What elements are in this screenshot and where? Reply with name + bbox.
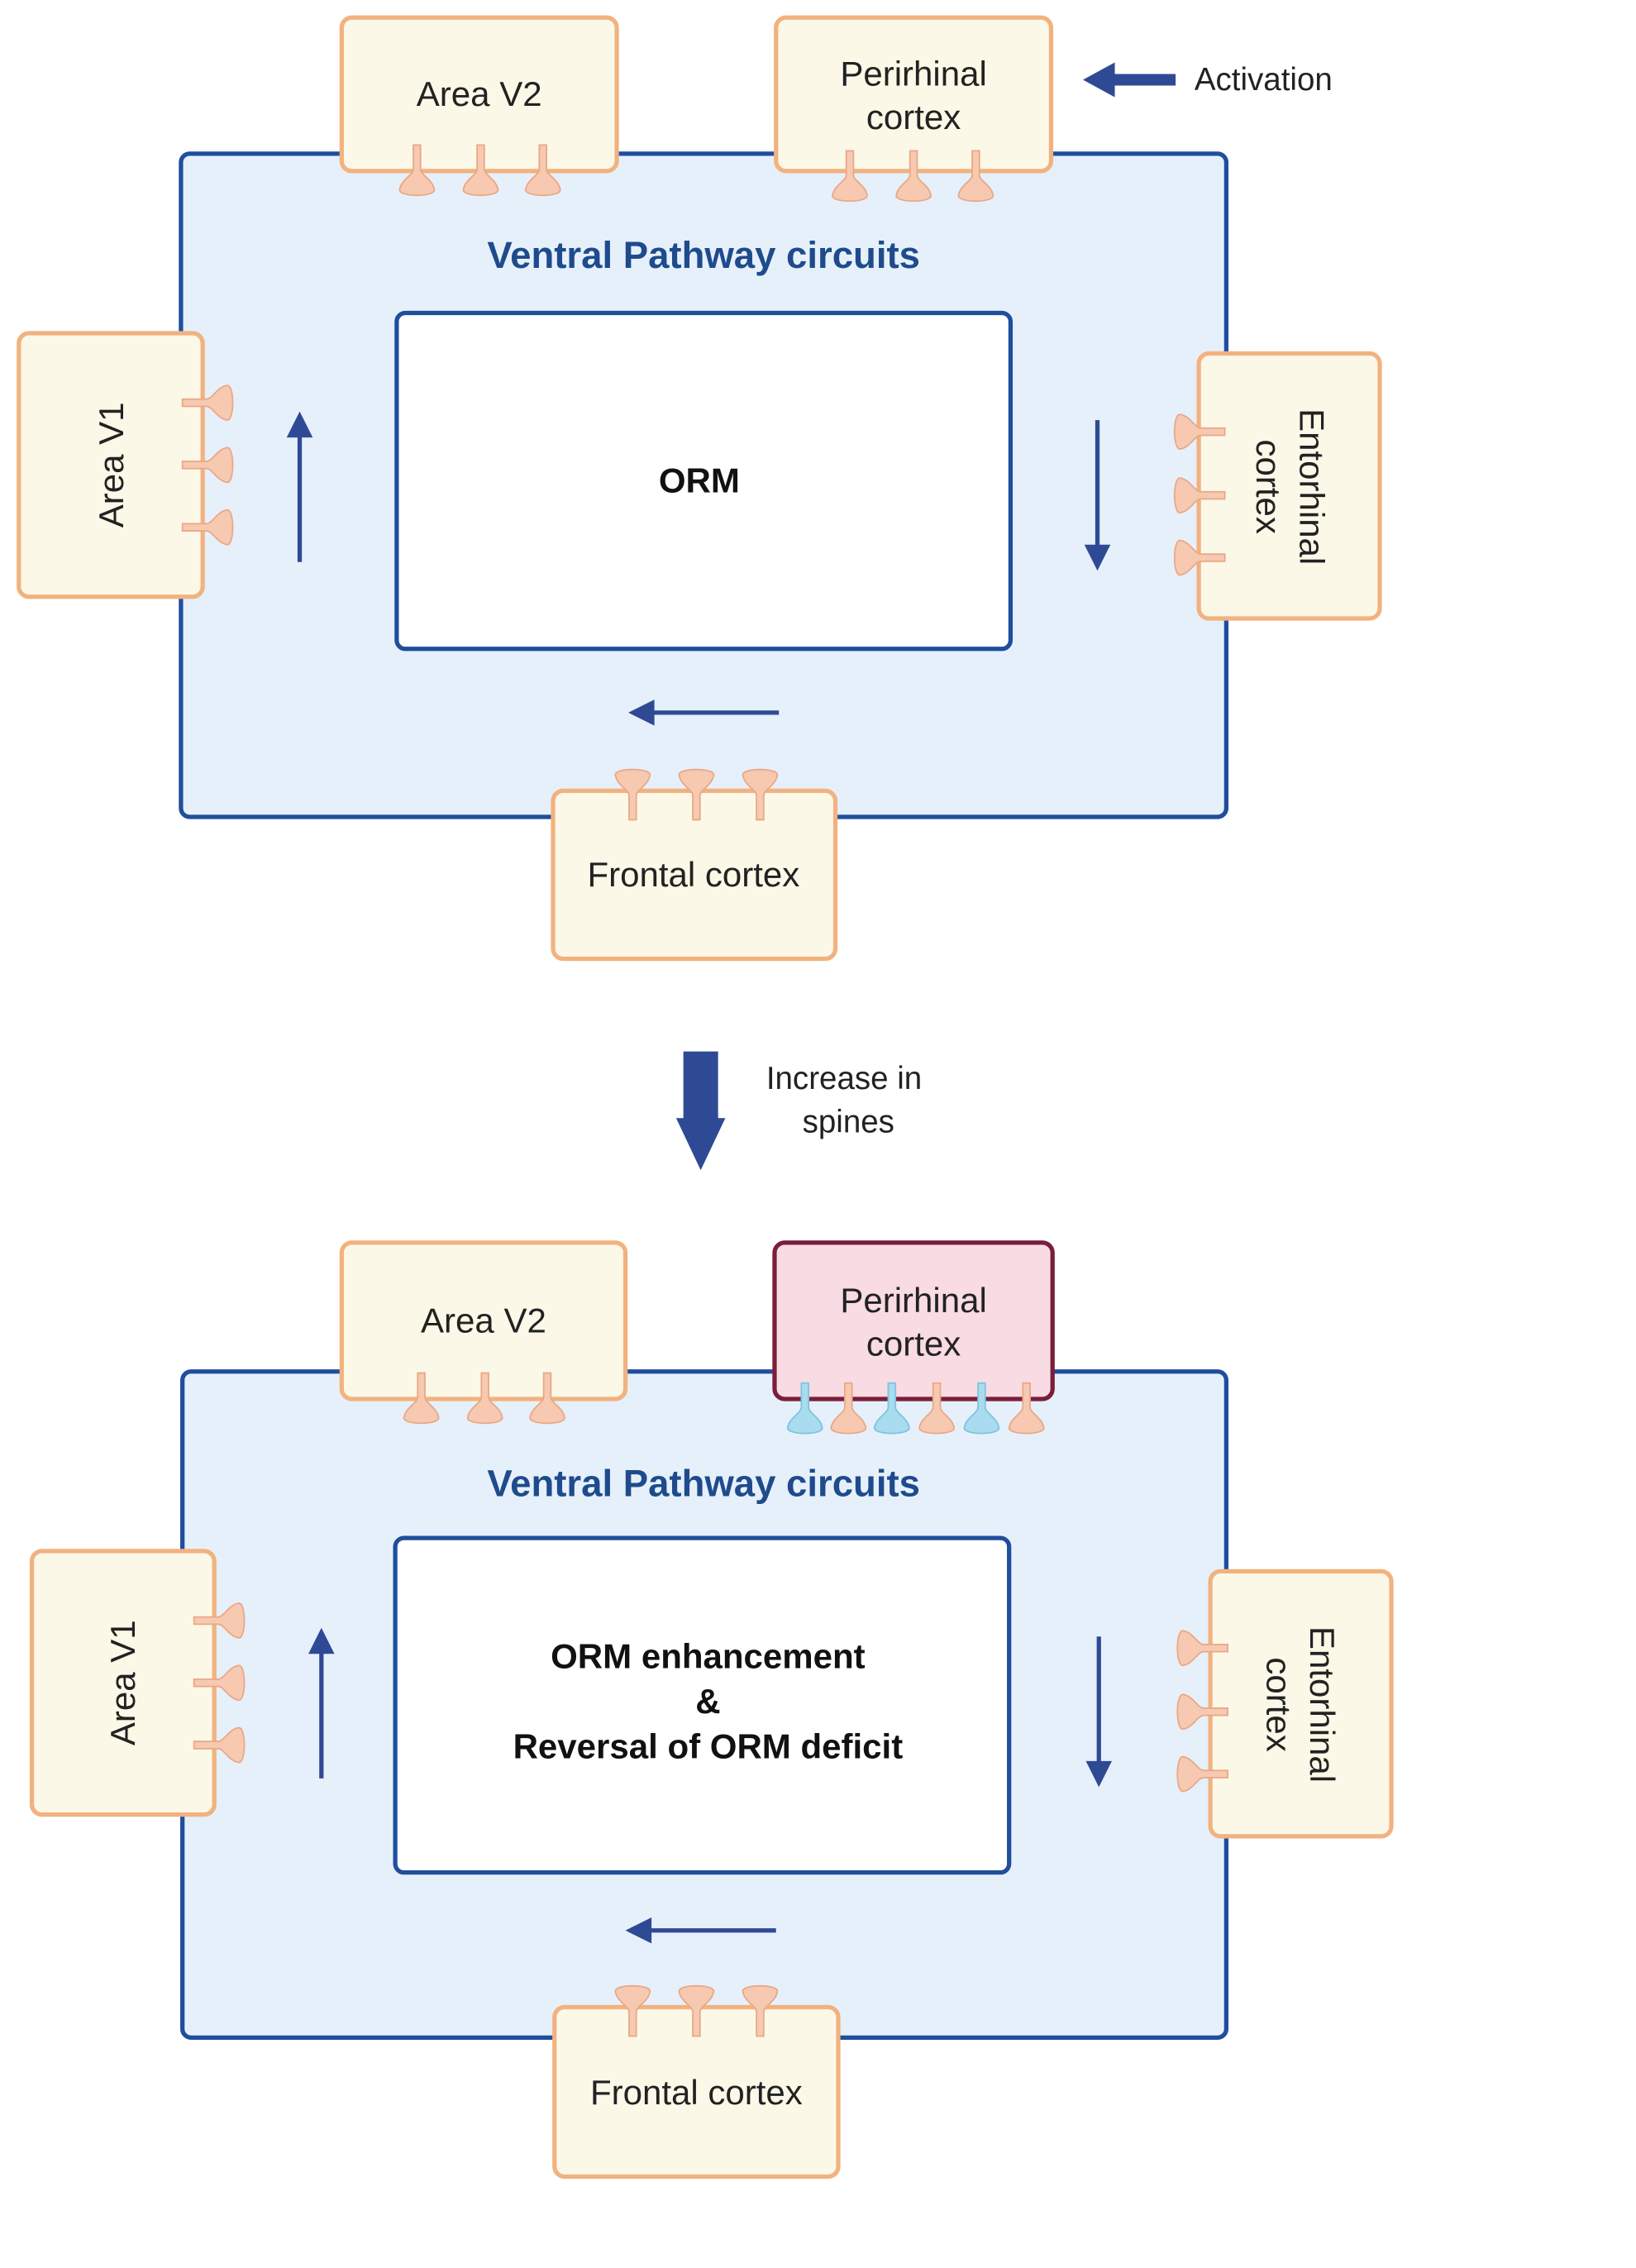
activation-legend: Activation	[1082, 62, 1333, 98]
transition: Increase in spines	[675, 1051, 922, 1171]
entorhinal-label-line1: Entorhinal	[1293, 408, 1332, 565]
up-arrowhead-icon	[286, 411, 313, 438]
perirhinal-activated-box	[772, 1240, 1055, 1401]
left-arrowhead-icon	[625, 1917, 652, 1944]
entorhinal-label-line2: cortex	[1249, 439, 1288, 533]
ventral-pathway-title: Ventral Pathway circuits	[487, 234, 920, 276]
transition-arrow-icon	[683, 1051, 718, 1124]
entorhinal-label-line1: Entorhinal	[1303, 1626, 1342, 1783]
ventral-pathway-title: Ventral Pathway circuits	[487, 1462, 920, 1504]
perirhinal-label-line1: Perirhinal	[840, 1281, 986, 1320]
transition-label-line1: Increase in	[766, 1061, 922, 1096]
entorhinal-region: Entorhinal cortex	[1173, 351, 1382, 621]
perirhinal-label-line1: Perirhinal	[840, 55, 986, 93]
frontal-label: Frontal cortex	[590, 2073, 803, 2112]
perirhinal-activated-region: Perirhinal cortex	[772, 1240, 1055, 1435]
bottom-panel: Ventral Pathway circuits ORM enhancement…	[29, 1240, 1394, 2180]
orm-box	[394, 310, 1014, 652]
perirhinal-region: Perirhinal cortex	[774, 15, 1054, 203]
perirhinal-box	[774, 15, 1054, 174]
area-v2-region: Area V2	[339, 15, 619, 197]
entorhinal-label-line2: cortex	[1259, 1657, 1298, 1751]
entorhinal-region: Entorhinal cortex	[1176, 1569, 1394, 1839]
top-panel: Ventral Pathway circuits ORM Area V2 P	[17, 15, 1382, 962]
down-arrowhead-icon	[1085, 1760, 1113, 1788]
area-v2-region: Area V2	[339, 1240, 628, 1425]
up-arrowhead-icon	[308, 1627, 335, 1654]
area-v1-region: Area V1	[29, 1549, 246, 1817]
perirhinal-label-line2: cortex	[866, 98, 961, 136]
orm-enhancement-line3: Reversal of ORM deficit	[513, 1726, 904, 1765]
orm-enhancement-box	[393, 1535, 1012, 1875]
area-v1-region: Area V1	[17, 331, 234, 599]
transition-label-line2: spines	[803, 1105, 894, 1140]
circulation-arrows	[308, 1627, 1113, 1944]
orm-enhancement-line1: ORM enhancement	[551, 1637, 866, 1676]
area-v2-label: Area V2	[417, 74, 542, 113]
area-v1-label: Area V1	[103, 1620, 142, 1745]
entorhinal-box	[1208, 1569, 1394, 1839]
transition-arrowhead-icon	[675, 1118, 726, 1171]
frontal-region: Frontal cortex	[552, 1984, 841, 2180]
area-v2-label: Area V2	[421, 1301, 546, 1339]
circulation-arrows	[286, 411, 1111, 726]
orm-label: ORM	[659, 461, 740, 500]
activation-label: Activation	[1195, 62, 1333, 98]
left-arrowhead-icon	[628, 699, 655, 726]
area-v1-label: Area V1	[92, 402, 131, 528]
frontal-region: Frontal cortex	[551, 768, 838, 962]
orm-enhancement-line2: &	[695, 1682, 720, 1721]
frontal-label: Frontal cortex	[587, 855, 799, 894]
perirhinal-label-line2: cortex	[866, 1324, 961, 1363]
entorhinal-box	[1196, 351, 1382, 621]
activation-arrowhead-icon	[1082, 62, 1115, 98]
down-arrowhead-icon	[1084, 544, 1111, 571]
